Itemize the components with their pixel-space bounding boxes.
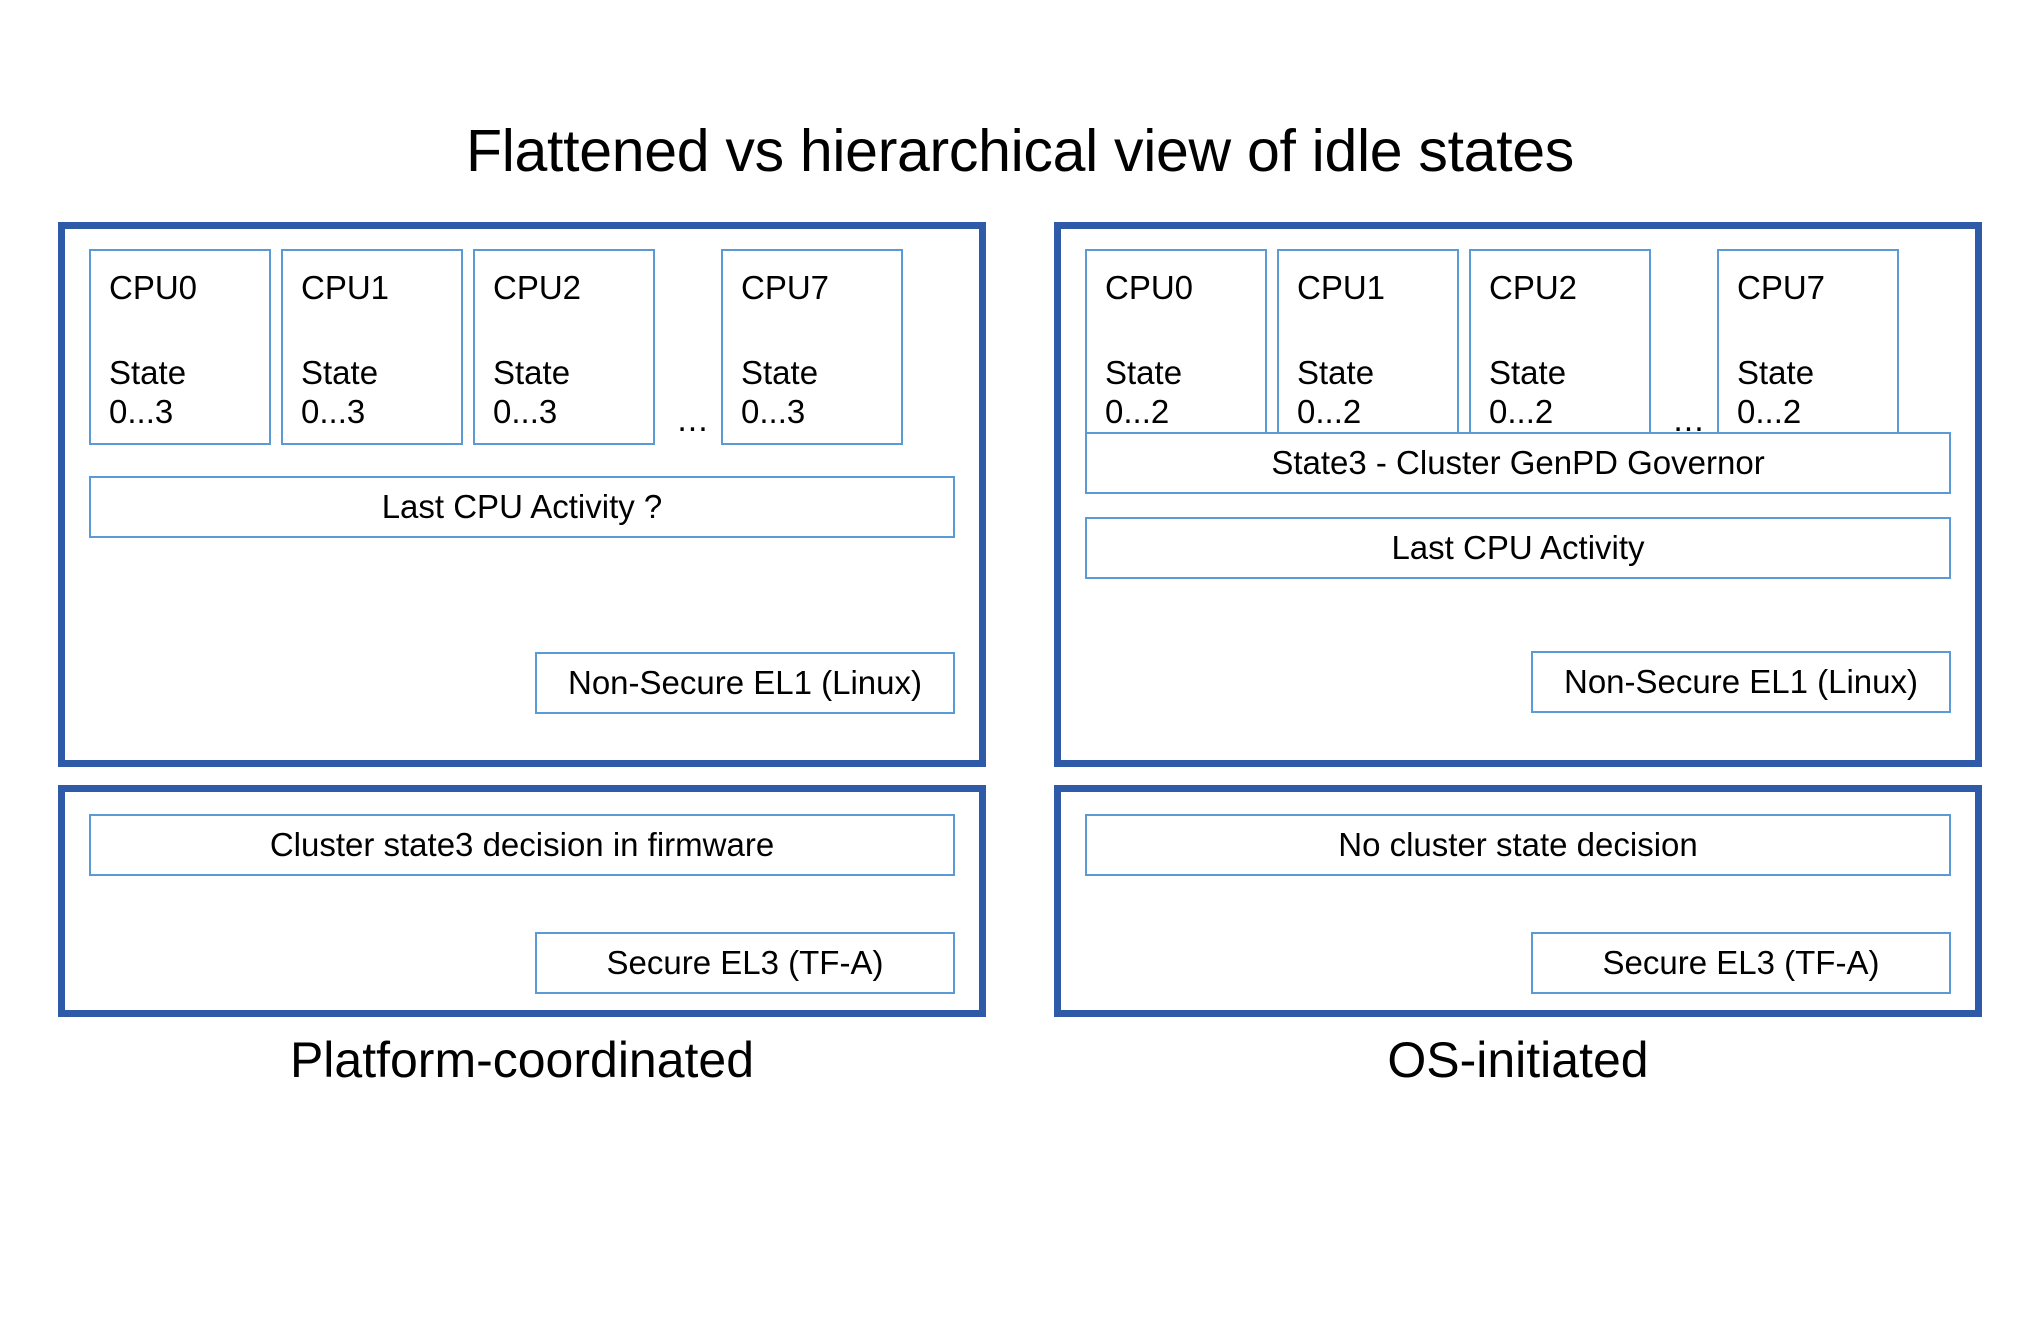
cpu-row-right: CPU0 State 0...2 CPU1 State 0...2 CPU2 S…	[1085, 249, 1951, 445]
page-title: Flattened vs hierarchical view of idle s…	[465, 118, 1575, 184]
non-secure-el1-panel-left: CPU0 State 0...3 CPU1 State 0...3 CPU2 S…	[58, 222, 986, 767]
cpu-state-label: State	[301, 353, 379, 391]
cpu-box-cpu0-left[interactable]: CPU0 State 0...3	[89, 249, 271, 445]
non-secure-el1-label-left: Non-Secure EL1 (Linux)	[535, 652, 955, 714]
cpu-box-cpu2-right[interactable]: CPU2 State 0...2	[1469, 249, 1651, 445]
cpu-ellipsis-left: ...	[677, 401, 709, 439]
cpu-state-label: State	[1105, 353, 1183, 391]
cpu-state-range: 0...3	[109, 392, 174, 430]
cpu-name: CPU7	[741, 269, 830, 306]
column-caption-platform-coordinated: Platform-coordinated	[289, 1032, 755, 1088]
cpu-name: CPU1	[301, 269, 390, 306]
cpu-state-range: 0...2	[1737, 392, 1802, 430]
cpu-box-cpu7-left[interactable]: CPU7 State 0...3	[721, 249, 903, 445]
secure-el3-panel-left: Cluster state3 decision in firmware Secu…	[58, 785, 986, 1017]
last-cpu-activity-bar-right: Last CPU Activity	[1085, 517, 1951, 579]
cpu-box-cpu0-right[interactable]: CPU0 State 0...2	[1085, 249, 1267, 445]
cluster-state-decision-bar-left: Cluster state3 decision in firmware	[89, 814, 955, 876]
cpu-name: CPU7	[1737, 269, 1826, 306]
cpu-box-cpu2-left[interactable]: CPU2 State 0...3	[473, 249, 655, 445]
cpu-state-range: 0...3	[301, 392, 366, 430]
cpu-ellipsis-right: ...	[1673, 401, 1705, 439]
cpu-state-range: 0...2	[1297, 392, 1362, 430]
cpu-state-label: State	[1297, 353, 1375, 391]
cpu-name: CPU1	[1297, 269, 1386, 306]
cpu-state-range: 0...3	[741, 392, 806, 430]
cpu-state-label: State	[493, 353, 571, 391]
column-os-initiated: CPU0 State 0...2 CPU1 State 0...2 CPU2 S…	[1054, 222, 1982, 1088]
cpu-box-cpu1-left[interactable]: CPU1 State 0...3	[281, 249, 463, 445]
column-platform-coordinated: CPU0 State 0...3 CPU1 State 0...3 CPU2 S…	[58, 222, 986, 1088]
last-cpu-activity-bar-left: Last CPU Activity ?	[89, 476, 955, 538]
non-secure-el1-panel-right: CPU0 State 0...2 CPU1 State 0...2 CPU2 S…	[1054, 222, 1982, 767]
cluster-genpd-governor-bar: State3 - Cluster GenPD Governor	[1085, 432, 1951, 494]
cpu-state-label: State	[1489, 353, 1567, 391]
cpu-state-label: State	[741, 353, 819, 391]
secure-el3-panel-right: No cluster state decision Secure EL3 (TF…	[1054, 785, 1982, 1017]
cpu-name: CPU2	[493, 269, 582, 306]
cpu-name: CPU0	[1105, 269, 1194, 306]
cpu-name: CPU0	[109, 269, 198, 306]
non-secure-el1-label-right: Non-Secure EL1 (Linux)	[1531, 651, 1951, 713]
secure-el3-label-left: Secure EL3 (TF-A)	[535, 932, 955, 994]
secure-el3-label-right: Secure EL3 (TF-A)	[1531, 932, 1951, 994]
column-caption-os-initiated: OS-initiated	[1387, 1032, 1649, 1088]
cpu-box-cpu1-right[interactable]: CPU1 State 0...2	[1277, 249, 1459, 445]
cluster-state-decision-bar-right: No cluster state decision	[1085, 814, 1951, 876]
cpu-state-range: 0...3	[493, 392, 558, 430]
cpu-row-left: CPU0 State 0...3 CPU1 State 0...3 CPU2 S…	[89, 249, 955, 445]
cpu-name: CPU2	[1489, 269, 1578, 306]
cpu-state-range: 0...2	[1489, 392, 1554, 430]
cpu-state-range: 0...2	[1105, 392, 1170, 430]
cpu-box-cpu7-right[interactable]: CPU7 State 0...2	[1717, 249, 1899, 445]
cpu-state-label: State	[109, 353, 187, 391]
cpu-state-label: State	[1737, 353, 1815, 391]
